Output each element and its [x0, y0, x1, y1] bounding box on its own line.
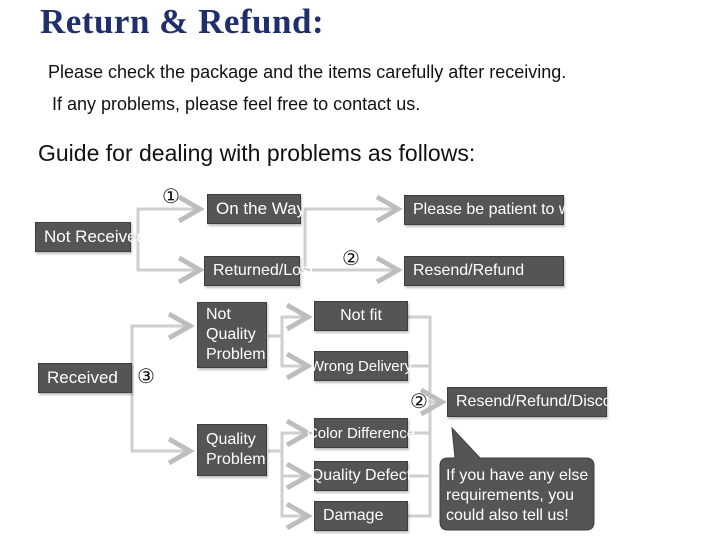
- callout-bubble: [439, 426, 595, 531]
- node-resend-refund-discount: Resend/Refund/Discount: [447, 387, 634, 417]
- callout-text: If you have any else requirements, you c…: [446, 467, 589, 524]
- node-received: Received: [38, 363, 132, 393]
- node-not-quality-problem: Not Quality Problem: [197, 302, 267, 368]
- node-damage: Damage: [314, 501, 408, 531]
- node-wrong-delivery: Wrong Delivery: [310, 351, 412, 381]
- node-resend-refund: Resend/Refund: [404, 256, 564, 286]
- marker-2-bottom: ②: [410, 391, 428, 413]
- guide-heading: Guide for dealing with problems as follo…: [38, 140, 476, 166]
- marker-3: ③: [137, 366, 155, 388]
- marker-2-top: ②: [342, 248, 360, 270]
- page-title: Return & Refund:: [40, 2, 325, 41]
- intro-line-2: If any problems, please feel free to con…: [52, 94, 421, 114]
- intro-line-1: Please check the package and the items c…: [48, 62, 567, 82]
- node-on-the-way: On the Way: [207, 194, 305, 224]
- node-quality-defect: Quality Defect: [311, 461, 411, 491]
- node-not-fit: Not fit: [314, 301, 408, 331]
- node-returned-lost: Returned/Lost: [204, 256, 314, 286]
- node-be-patient: Please be patient to wait: [404, 195, 587, 225]
- node-quality-problem: Quality Problem: [197, 424, 267, 476]
- node-not-received: Not Received: [35, 222, 146, 252]
- marker-1: ①: [162, 186, 180, 208]
- node-color-difference: Color Difference: [307, 418, 415, 448]
